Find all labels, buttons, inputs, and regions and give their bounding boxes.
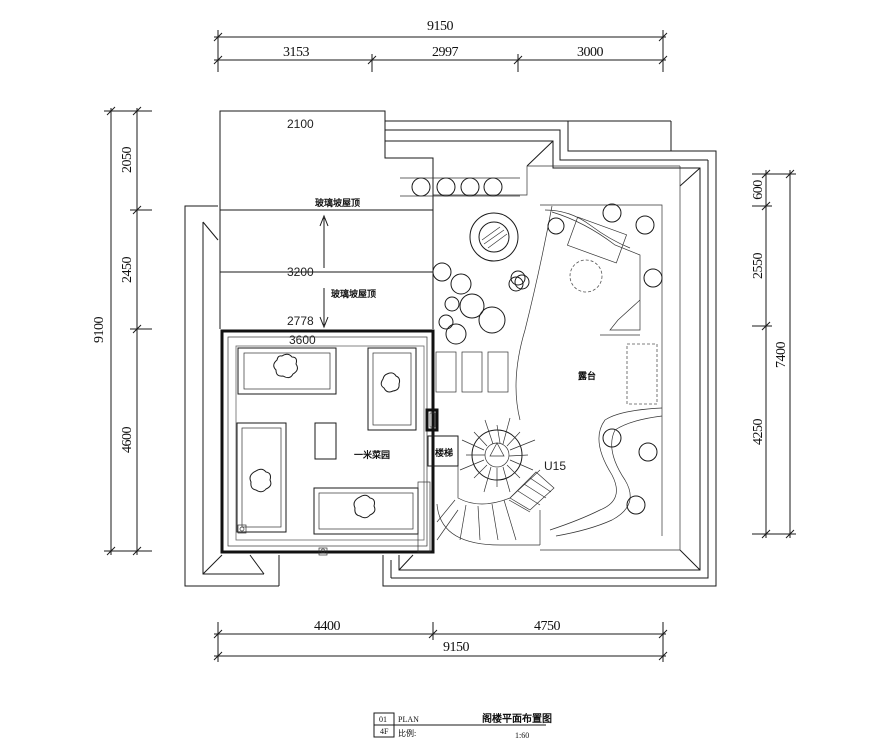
stair-code-label: U15 xyxy=(544,459,566,473)
dim-bottom-total: 9150 xyxy=(443,640,470,655)
width-3600-label: 3600 xyxy=(289,333,316,347)
title-plan-label: PLAN xyxy=(398,715,419,724)
stairs-label: 楼梯 xyxy=(435,447,453,459)
width-3200-label: 3200 xyxy=(287,265,314,279)
building-outline xyxy=(184,120,717,587)
drawing-title: 阁楼平面布置图 xyxy=(482,712,552,725)
dim-top-seg2: 2997 xyxy=(432,45,459,60)
scale-label: 比例: xyxy=(398,728,416,738)
width-2778-label: 2778 xyxy=(287,314,314,328)
dim-left-seg2: 2450 xyxy=(120,257,135,284)
left-dimension-chain: 9100 2050 2450 4600 xyxy=(92,106,152,556)
title-block: 01 4F PLAN 阁楼平面布置图 比例: 1:60 xyxy=(373,712,552,740)
dim-top-seg3: 3000 xyxy=(577,45,604,60)
glass-roof-area xyxy=(219,110,434,329)
dim-left-seg3: 4600 xyxy=(120,427,135,454)
title-index-bottom: 4F xyxy=(380,727,389,736)
dim-right-seg3: 4250 xyxy=(751,419,766,446)
dim-right-seg2: 2550 xyxy=(751,253,766,280)
vegetable-garden-label: 一米菜园 xyxy=(354,449,390,461)
dim-left-total: 9100 xyxy=(92,317,107,344)
dim-bottom-seg1: 4400 xyxy=(314,619,341,634)
bottom-dimension-chain: 4400 4750 9150 xyxy=(213,619,668,662)
top-dimension-chain: 9150 3153 2997 3000 xyxy=(213,19,668,72)
width-2100-label: 2100 xyxy=(287,117,314,131)
palm-plant-icon xyxy=(459,417,536,493)
terrace-landscape xyxy=(400,177,663,537)
title-index-top: 01 xyxy=(379,715,387,724)
dim-top-total: 9150 xyxy=(427,19,454,34)
vegetable-garden-room xyxy=(220,329,439,556)
dim-top-seg1: 3153 xyxy=(283,45,310,60)
dim-right-seg1: 600 xyxy=(751,180,766,200)
dim-left-seg1: 2050 xyxy=(120,147,135,174)
terrace-label: 露台 xyxy=(578,370,596,382)
glass-roof-label-2: 玻璃坡屋顶 xyxy=(331,288,376,300)
dim-right-total: 7400 xyxy=(774,342,789,369)
right-dimension-chain: 7400 600 2550 4250 xyxy=(751,169,796,539)
glass-roof-label-1: 玻璃坡屋顶 xyxy=(315,197,360,209)
dim-bottom-seg2: 4750 xyxy=(534,619,561,634)
stairway xyxy=(427,435,555,546)
scale-value: 1:60 xyxy=(515,731,529,740)
